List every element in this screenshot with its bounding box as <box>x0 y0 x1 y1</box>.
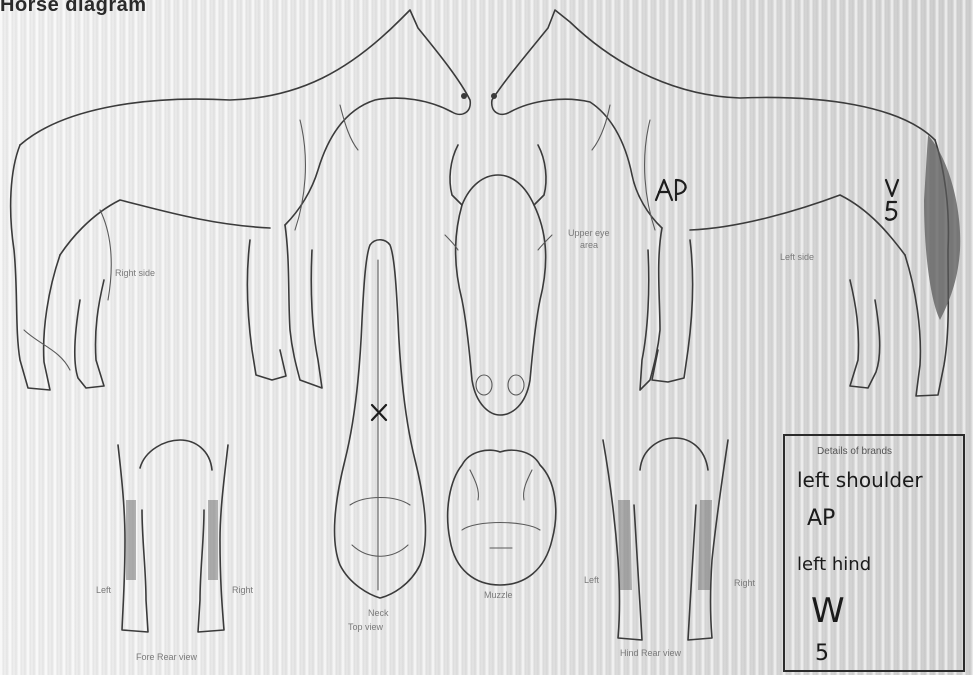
label-neck-top-view: Top view <box>348 622 383 632</box>
label-muzzle: Muzzle <box>484 590 513 600</box>
label-neck: Neck <box>368 608 389 618</box>
brand-mark-3: 5 <box>815 641 829 666</box>
head-front-view <box>445 145 552 415</box>
brand-mark-2: W <box>811 591 845 631</box>
label-fore-right: Right <box>232 585 253 595</box>
label-fore-caption: Fore Rear view <box>136 652 197 662</box>
label-fore-left: Left <box>96 585 111 595</box>
label-left-side: Left side <box>780 252 814 262</box>
label-hind-caption: Hind Rear view <box>620 648 681 658</box>
muzzle-view <box>448 450 556 585</box>
brand-mark-1: AP <box>807 506 835 531</box>
neck-top-view <box>335 240 426 598</box>
label-upper-eye: Upper eye <box>568 228 610 238</box>
hind-legs-rear-view <box>603 438 728 640</box>
brand-location-1: left shoulder <box>797 468 923 492</box>
label-hind-left: Left <box>584 575 599 585</box>
brand-details-heading: Details of brands <box>817 446 892 457</box>
label-hind-right: Right <box>734 578 755 588</box>
right-side-horse <box>11 10 471 390</box>
hand-marks <box>372 180 898 420</box>
brand-details-box: Details of brands left shoulder AP left … <box>783 434 965 672</box>
fore-legs-rear-view <box>118 440 228 632</box>
label-right-side: Right side <box>115 268 155 278</box>
label-upper-eye-area: area <box>580 240 598 250</box>
brand-location-2: left hind <box>797 554 871 575</box>
